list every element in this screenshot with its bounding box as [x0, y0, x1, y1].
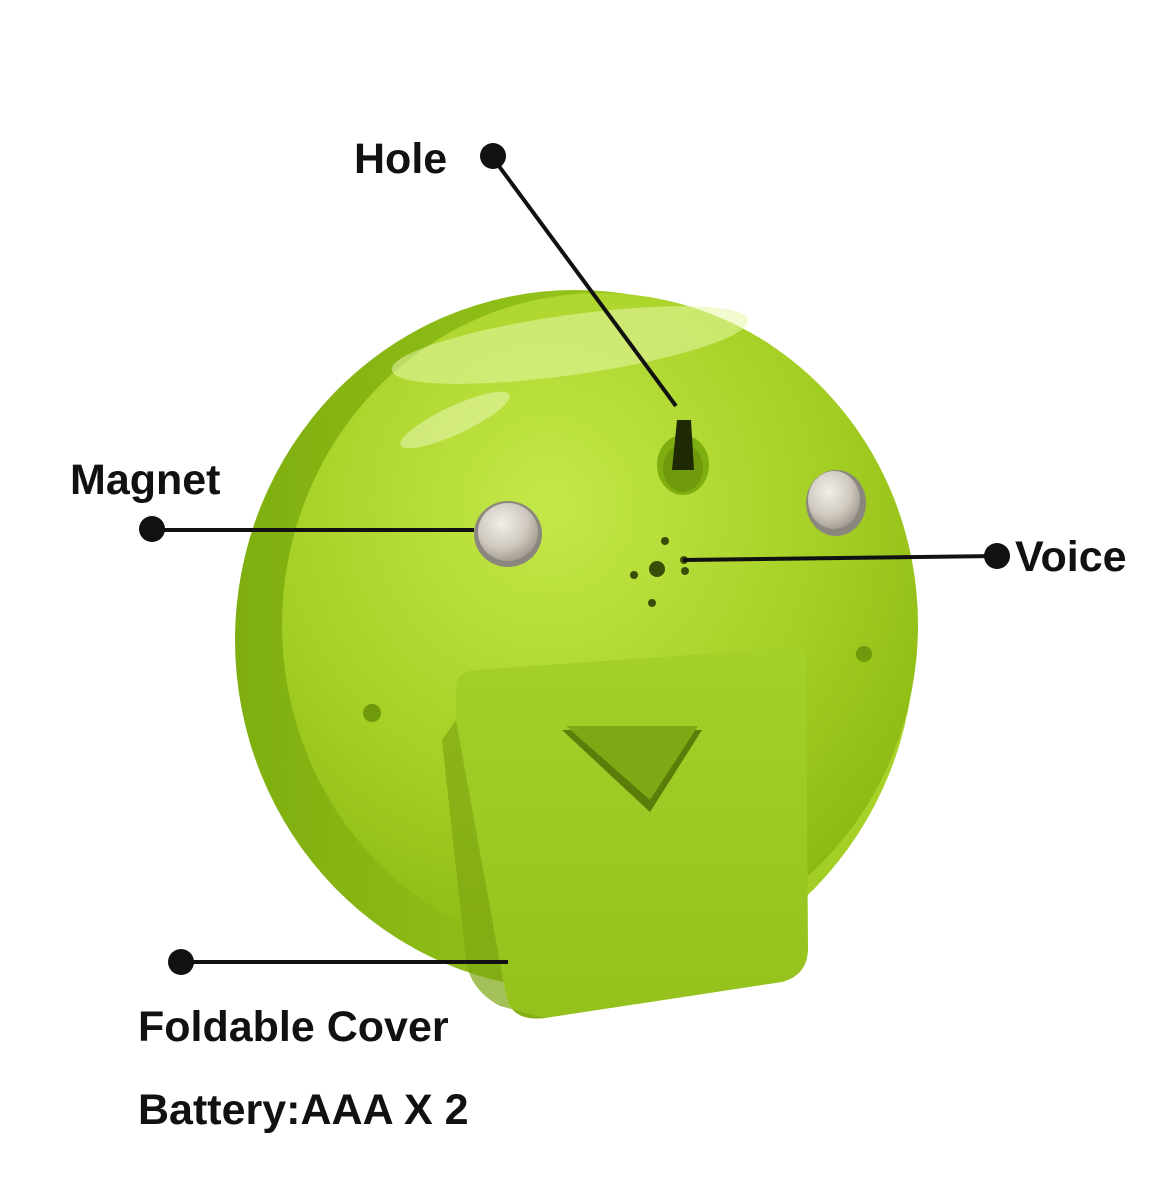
magnet-label: Magnet [70, 456, 221, 504]
hanging-hole [657, 420, 709, 495]
voice-label: Voice [1015, 533, 1127, 581]
battery-label: Battery:AAA X 2 [138, 1086, 469, 1134]
callout-lines [152, 156, 998, 964]
cover-callout-dot [168, 949, 194, 975]
foldable-cover [442, 647, 808, 1019]
magnet-callout-dot [139, 516, 165, 542]
hole-label: Hole [354, 135, 448, 183]
voice-callout-dot [984, 543, 1010, 569]
left-magnet [474, 501, 542, 567]
screw-hole-left [363, 704, 381, 722]
right-magnet [806, 470, 866, 536]
screw-hole-right [856, 646, 872, 662]
foldable-cover-label: Foldable Cover [138, 1003, 449, 1051]
hole-callout-dot [480, 143, 506, 169]
speaker-grille [630, 537, 689, 607]
